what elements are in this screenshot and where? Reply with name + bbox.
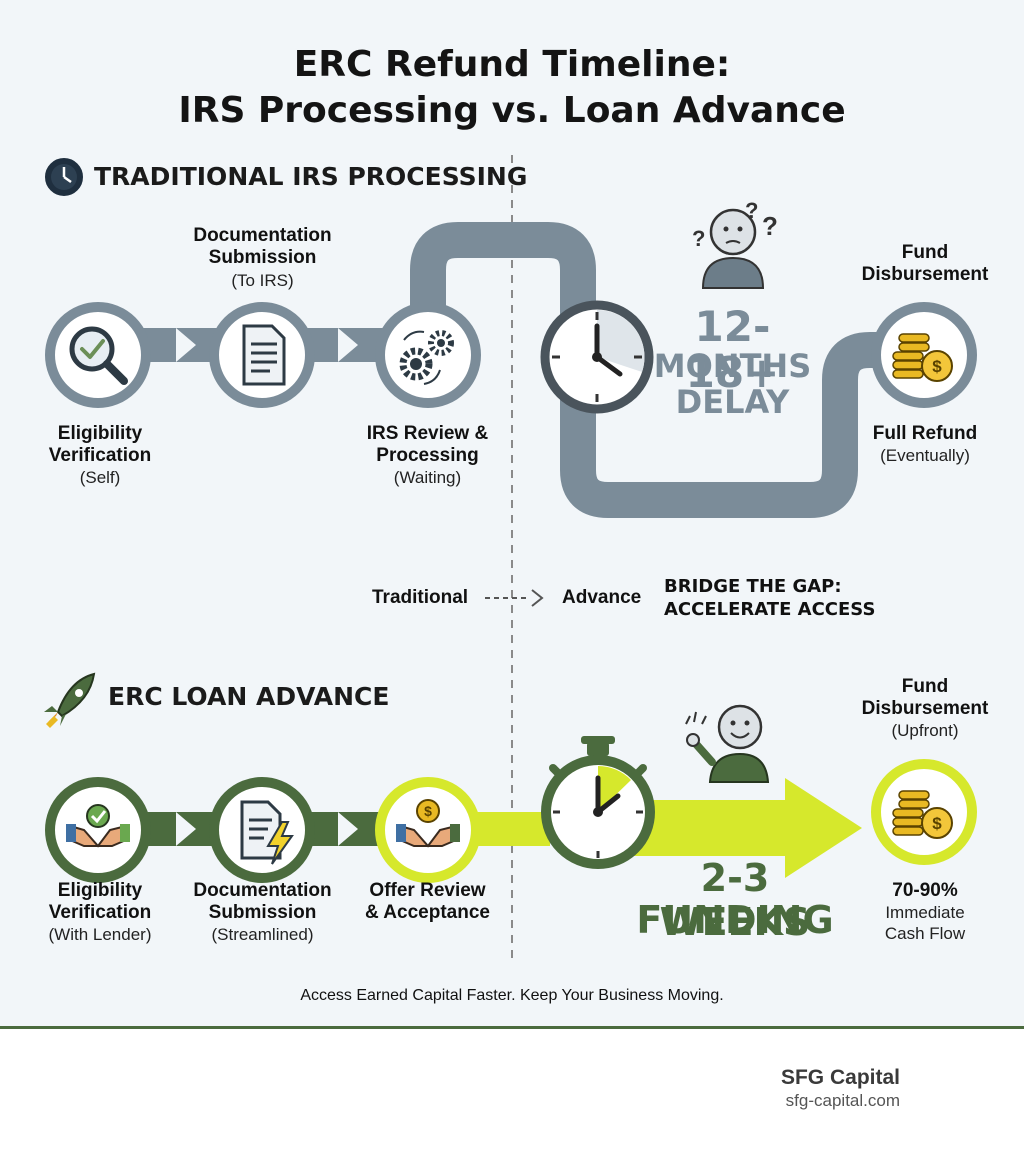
svg-text:$: $	[424, 803, 432, 819]
document-bolt-icon	[240, 800, 294, 865]
adv-step-3-circle: $	[375, 777, 481, 883]
trad-step-4-circle: $	[871, 302, 977, 408]
trad-step-2-label: Documentation Submission	[193, 225, 332, 268]
brand-name: SFG Capital	[780, 1066, 900, 1089]
trad-step-3-sub: (Waiting)	[393, 468, 462, 487]
funding-time: 2-3 WEEKS	[659, 856, 811, 944]
adv-step-1-label: Eligibility Verification	[48, 880, 152, 923]
delay-unit: MONTHS	[653, 347, 812, 385]
adv-step-1-sub: (With Lender)	[48, 925, 152, 944]
adv-step-2-label: Documentation Submission	[193, 880, 332, 923]
trad-step-1-label: Eligibility Verification	[48, 423, 152, 466]
gears-icon	[399, 330, 454, 385]
trad-disbursement-line2: Disbursement	[861, 264, 989, 285]
happy-person-icon	[685, 704, 770, 783]
trad-step-4-label: Full Refund	[872, 423, 978, 444]
brand-url[interactable]: sfg-capital.com	[785, 1091, 900, 1110]
adv-step-2-circle	[209, 777, 315, 883]
bridge-headline-2: ACCELERATE ACCESS	[664, 599, 876, 620]
delay-label: DELAY	[675, 383, 790, 421]
footer-band	[0, 1026, 1024, 1157]
confused-person-icon: ? ? ?	[692, 198, 778, 289]
clock-icon	[540, 300, 654, 414]
advance-heading: ERC LOAN ADVANCE	[108, 682, 390, 711]
adv-disbursement-line2: Disbursement	[861, 698, 989, 719]
rocket-icon	[44, 672, 96, 728]
page-title: ERC Refund Timeline:	[293, 44, 731, 85]
svg-text:$: $	[932, 814, 942, 833]
adv-step-2-sub: (Streamlined)	[211, 925, 314, 944]
adv-step-3-label: Offer Review & Acceptance	[365, 880, 490, 923]
tagline: Access Earned Capital Faster. Keep Your …	[300, 987, 724, 1004]
adv-step-1-circle	[45, 777, 151, 883]
svg-text:?: ?	[692, 226, 705, 251]
trad-step-3-label: IRS Review & Processing	[366, 423, 489, 466]
bridge-headline-1: BRIDGE THE GAP:	[664, 576, 842, 597]
trad-step-2-circle	[209, 302, 315, 408]
adv-disbursement-line3: (Upfront)	[891, 721, 959, 740]
trad-step-4-sub: (Eventually)	[880, 446, 970, 465]
handshake-dollar-icon: $	[396, 799, 460, 848]
delay-range: 12-18+	[685, 302, 780, 397]
adv-step-4-sub: Immediate Cash Flow	[884, 903, 966, 943]
svg-text:?: ?	[762, 211, 778, 241]
page-subtitle: IRS Processing vs. Loan Advance	[178, 90, 846, 131]
adv-disbursement-line1: Fund	[901, 676, 949, 697]
bridge-to: Advance	[562, 587, 642, 608]
trad-step-3-circle	[375, 302, 481, 408]
coins-icon: $	[892, 333, 953, 382]
handshake-check-icon	[66, 804, 130, 848]
svg-text:$: $	[932, 357, 942, 376]
history-clock-icon	[45, 158, 83, 196]
trad-step-1-sub: (Self)	[79, 468, 121, 487]
document-icon	[242, 324, 286, 386]
trad-step-1-circle	[45, 302, 151, 408]
adv-step-4-label: 70-90%	[892, 880, 958, 901]
bridge-arrow-icon	[485, 589, 544, 607]
adv-step-4-circle: $	[871, 759, 977, 865]
trad-step-2-sub: (To IRS)	[231, 271, 294, 290]
funding-label: FUNDING	[636, 898, 834, 942]
bridge-from: Traditional	[372, 587, 469, 608]
coins-icon: $	[892, 790, 953, 839]
traditional-heading: TRADITIONAL IRS PROCESSING	[94, 162, 528, 191]
stopwatch-icon	[541, 736, 655, 869]
svg-text:?: ?	[745, 198, 758, 223]
trad-disbursement-line1: Fund	[901, 242, 949, 263]
magnifier-check-icon	[69, 326, 128, 385]
